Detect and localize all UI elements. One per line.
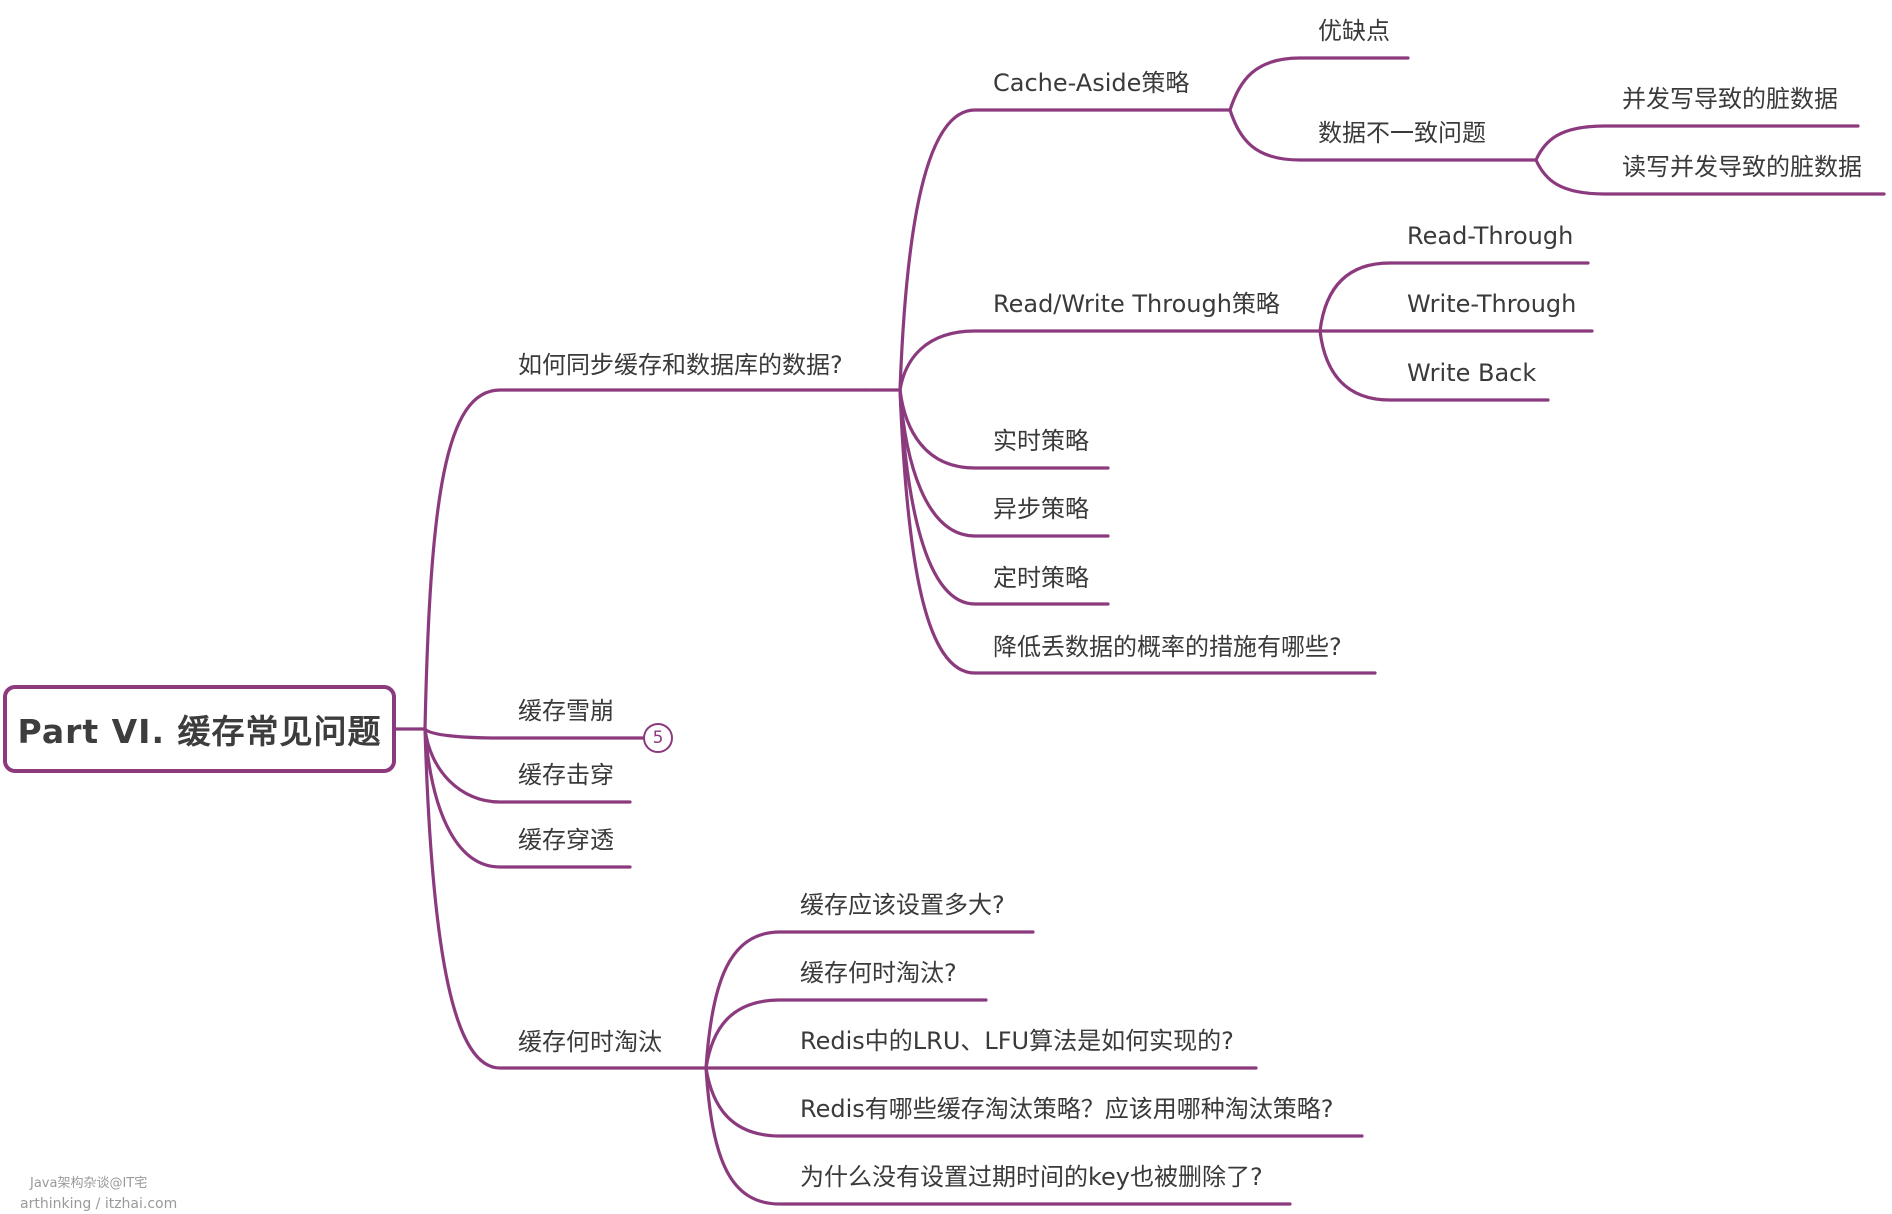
connector-eviction-size [704,930,1035,1070]
topic-concurrent-write-dirty[interactable]: 并发写导致的脏数据 [1622,85,1838,113]
root-topic-label: Part VI. 缓存常见问题 [17,712,382,751]
topic-read-write-dirty[interactable]: 读写并发导致的脏数据 [1622,153,1862,181]
topic-read-through[interactable]: Read-Through [1407,222,1574,250]
connector-root-sync [423,388,868,731]
topic-cache-eviction[interactable]: 缓存何时淘汰 [518,1028,662,1056]
connector-sync-rwthrough [898,329,1322,392]
topic-async-strategy[interactable]: 异步策略 [993,495,1089,523]
connector-cacheaside-inconsistency [1228,108,1538,162]
connector-inconsistency-readwrite [1534,158,1886,196]
connector-root-penetration [423,727,632,869]
topic-eviction-policies[interactable]: Redis有哪些缓存淘汰策略？应该用哪种淘汰策略? [800,1095,1334,1123]
connector-root-breakdown [423,727,632,804]
topic-cache-avalanche[interactable]: 缓存雪崩 [518,697,614,725]
connector-eviction-when [704,998,988,1070]
connector-root-eviction [423,727,708,1070]
connector-cacheaside-pros [1228,56,1410,112]
root-topic[interactable]: Part VI. 缓存常见问题 [3,685,396,773]
connector-eviction-policies [704,1066,1364,1138]
topic-read-write-through[interactable]: Read/Write Through策略 [993,290,1280,318]
collapsed-count-badge[interactable]: 5 [643,723,673,753]
topic-cache-size[interactable]: 缓存应该设置多大? [800,891,1005,919]
topic-pros-cons[interactable]: 优缺点 [1318,17,1390,45]
topic-cache-penetration[interactable]: 缓存穿透 [518,826,614,854]
watermark-line1: Java架构杂谈@IT宅 [30,1176,148,1191]
topic-no-expire-deleted[interactable]: 为什么没有设置过期时间的key也被删除了? [800,1163,1263,1191]
topic-scheduled-strategy[interactable]: 定时策略 [993,564,1089,592]
connector-eviction-noexpire [704,1066,1292,1206]
topic-lru-lfu[interactable]: Redis中的LRU、LFU算法是如何实现的? [800,1027,1234,1055]
connector-rwthrough-read [1318,261,1590,333]
connector-root-avalanche [423,727,645,740]
connector-inconsistency-concurrent [1534,124,1860,162]
topic-sync-cache-db[interactable]: 如何同步缓存和数据库的数据? [518,351,843,379]
topic-write-through[interactable]: Write-Through [1407,290,1577,318]
topic-data-inconsistency[interactable]: 数据不一致问题 [1318,119,1486,147]
topic-reduce-data-loss[interactable]: 降低丢数据的概率的措施有哪些? [993,633,1342,661]
topic-cache-aside[interactable]: Cache-Aside策略 [993,69,1190,97]
connector-rwthrough-back [1318,329,1550,402]
topic-when-evict[interactable]: 缓存何时淘汰? [800,959,957,987]
topic-realtime-strategy[interactable]: 实时策略 [993,427,1089,455]
topic-cache-breakdown[interactable]: 缓存击穿 [518,761,614,789]
connector-sync-cacheaside [864,108,1232,392]
connector-sync-reduce [898,388,1377,675]
topic-write-back[interactable]: Write Back [1407,359,1537,387]
watermark-line2: arthinking / itzhai.com [20,1196,178,1212]
